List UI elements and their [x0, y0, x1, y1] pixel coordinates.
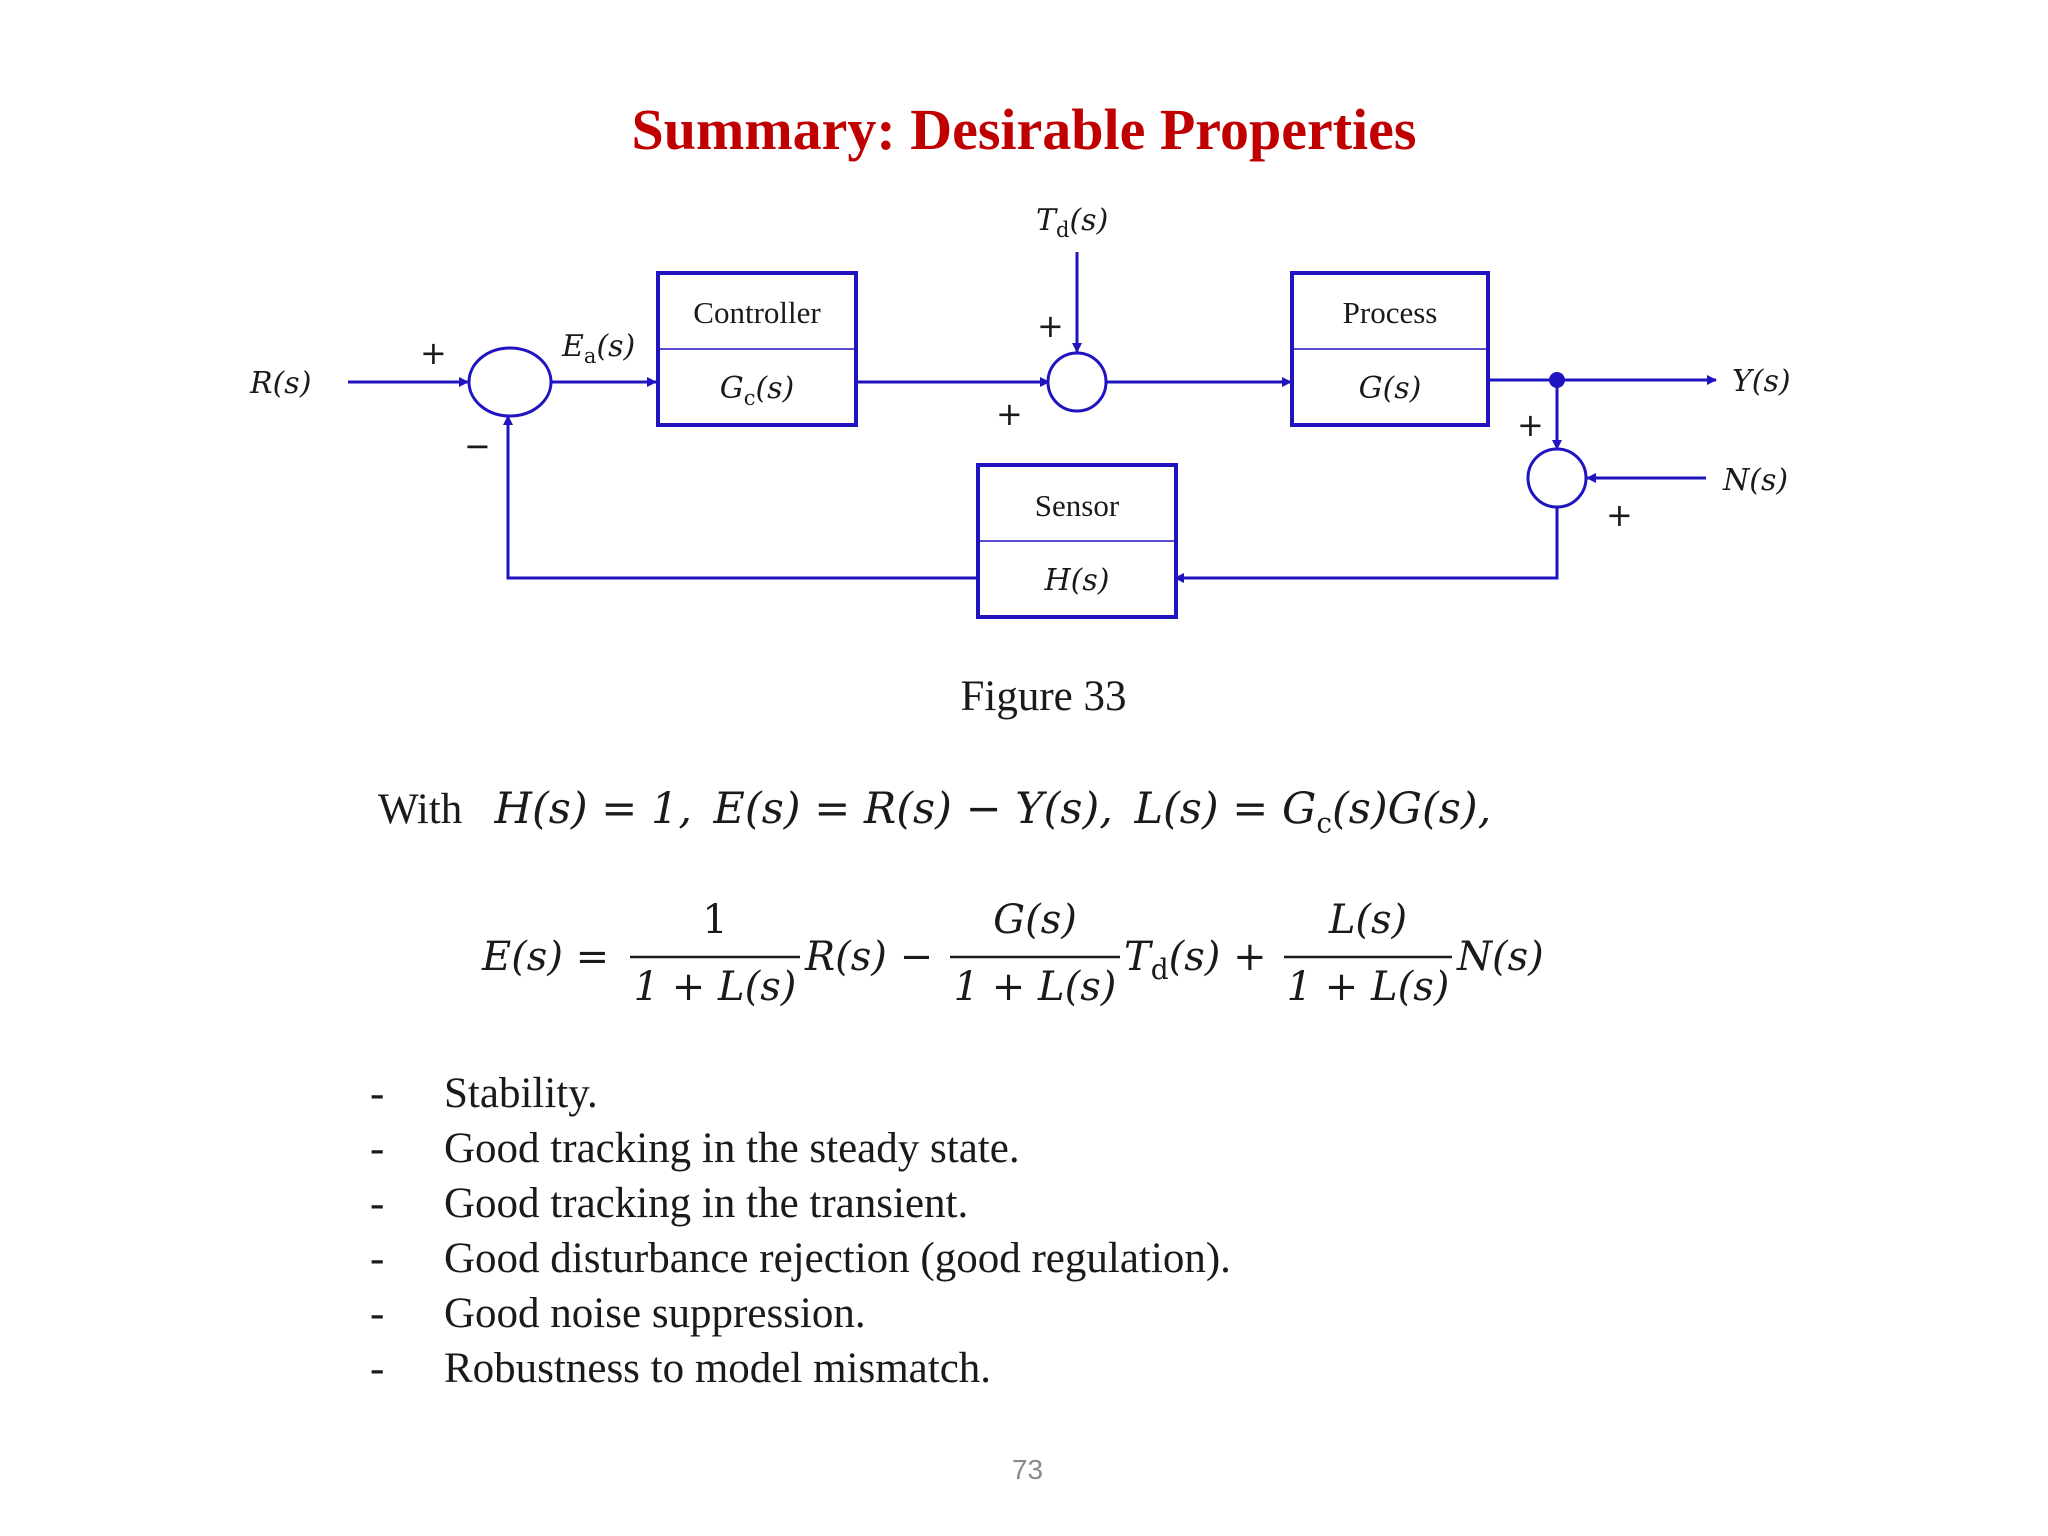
process-transfer-function: G(s)	[1359, 371, 1422, 406]
properties-list: -Stability. -Good tracking in the steady…	[370, 1066, 1231, 1396]
list-item: -Good noise suppression.	[370, 1290, 866, 1337]
sensor-label: Sensor	[1035, 488, 1120, 523]
sensor-block: Sensor H(s)	[976, 463, 1178, 619]
term1-signal: R(s) −	[804, 934, 933, 980]
pickoff-point	[1549, 372, 1565, 388]
summing-junction-noise	[1526, 447, 1588, 509]
sum1-plus-sign: +	[420, 334, 447, 372]
equation-lhs: E(s) =	[481, 934, 609, 980]
with-word: With	[378, 786, 463, 833]
sum2-plus-left-sign: +	[996, 395, 1023, 433]
condition-error: E(s) = R(s) − Y(s),	[713, 784, 1113, 834]
summing-junction-disturbance	[1046, 351, 1108, 413]
wire-sensor-to-sum1	[503, 415, 978, 580]
page-number: 73	[1011, 1454, 1044, 1485]
list-item: -Good disturbance rejection (good regula…	[370, 1235, 1231, 1282]
fraction1-denominator: 1 + L(s)	[634, 964, 797, 1010]
sum1-minus-sign: −	[464, 427, 491, 465]
error-equation: E(s) = 1 1 + L(s) R(s) − G(s) 1 + L(s) T…	[481, 897, 1544, 1010]
controller-transfer-function: Gc(s)	[720, 371, 795, 410]
fraction1-numerator: 1	[702, 897, 727, 943]
process-block: Process G(s)	[1290, 271, 1490, 427]
fraction3-numerator: L(s)	[1328, 897, 1407, 943]
fraction3-denominator: 1 + L(s)	[1287, 964, 1450, 1010]
term2-signal: Td(s) +	[1124, 934, 1267, 986]
disturbance-signal-label: Td(s)	[1036, 203, 1108, 242]
controller-block: Controller Gc(s)	[656, 271, 858, 427]
sum3-plus-right-sign: +	[1606, 496, 1633, 534]
fraction2-numerator: G(s)	[993, 897, 1077, 943]
conditions-line: With H(s) = 1, E(s) = R(s) − Y(s), L(s) …	[378, 784, 1491, 840]
sum3-plus-top-sign: +	[1517, 406, 1544, 444]
condition-sensor: H(s) = 1,	[494, 784, 693, 834]
list-item: -Robustness to model mismatch.	[370, 1345, 992, 1392]
summing-junction-error	[467, 346, 553, 418]
list-item: -Stability.	[370, 1070, 598, 1117]
process-label: Process	[1343, 295, 1438, 330]
slide-title: Summary: Desirable Properties	[631, 97, 1417, 162]
term3-signal: N(s)	[1456, 934, 1544, 980]
figure-caption: Figure 33	[960, 673, 1127, 720]
output-signal-label: Y(s)	[1732, 364, 1791, 399]
list-item: -Good tracking in the steady state.	[370, 1125, 1020, 1172]
actuating-error-label: Ea(s)	[561, 329, 635, 368]
wire-sum3-to-sensor	[1174, 507, 1559, 583]
reference-signal-label: R(s)	[249, 366, 311, 401]
list-item: -Good tracking in the transient.	[370, 1180, 969, 1227]
noise-signal-label: N(s)	[1722, 463, 1788, 498]
fraction2-denominator: 1 + L(s)	[954, 964, 1117, 1010]
sensor-transfer-function: H(s)	[1044, 563, 1110, 598]
sum2-plus-top-sign: +	[1037, 307, 1064, 345]
condition-loop: L(s) = Gc(s)G(s),	[1134, 784, 1492, 840]
controller-label: Controller	[693, 295, 821, 330]
